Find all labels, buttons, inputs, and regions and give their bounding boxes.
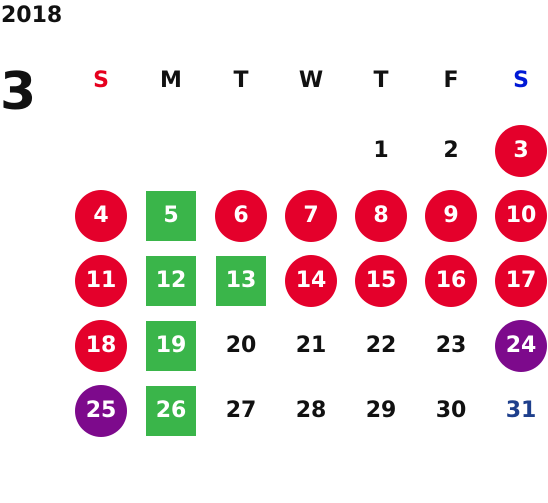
day-cell[interactable]: 4 <box>66 183 136 248</box>
calendar-year: 2018 <box>1 3 63 28</box>
day-number: 19 <box>146 320 196 371</box>
day-number: 3 <box>495 124 547 177</box>
day-number: 17 <box>495 254 547 307</box>
day-number: 27 <box>225 398 257 423</box>
day-cell[interactable]: 23 <box>416 313 486 378</box>
day-number: 10 <box>495 189 547 242</box>
calendar-month: 3 <box>0 62 37 122</box>
day-number: 30 <box>435 398 467 423</box>
weekday-header: S <box>93 68 109 93</box>
day-number: 13 <box>216 255 266 306</box>
day-number: 12 <box>146 255 196 306</box>
day-number: 20 <box>225 333 257 358</box>
day-number: 21 <box>295 333 327 358</box>
day-cell[interactable]: 6 <box>206 183 276 248</box>
day-number: 2 <box>443 138 459 163</box>
day-number: 16 <box>425 254 477 307</box>
day-number: 23 <box>435 333 467 358</box>
day-number: 25 <box>75 384 127 437</box>
weekday-header: T <box>233 68 249 93</box>
day-cell[interactable]: 8 <box>346 183 416 248</box>
weekday-header: W <box>298 68 324 93</box>
day-number: 22 <box>365 333 397 358</box>
day-cell[interactable]: 1 <box>346 118 416 183</box>
day-cell[interactable]: 29 <box>346 378 416 443</box>
weekday-header: M <box>160 68 182 93</box>
day-number: 9 <box>425 189 477 242</box>
day-number: 24 <box>495 319 547 372</box>
day-number: 6 <box>215 189 267 242</box>
day-number: 15 <box>355 254 407 307</box>
day-cell[interactable]: 27 <box>206 378 276 443</box>
day-number: 5 <box>146 190 196 241</box>
day-cell[interactable]: 15 <box>346 248 416 313</box>
day-number: 29 <box>365 398 397 423</box>
day-number: 14 <box>285 254 337 307</box>
day-cell[interactable]: 3 <box>486 118 548 183</box>
day-number: 11 <box>75 254 127 307</box>
day-number: 28 <box>295 398 327 423</box>
day-cell[interactable]: 11 <box>66 248 136 313</box>
weekday-header: S <box>513 68 529 93</box>
day-cell[interactable]: 12 <box>136 248 206 313</box>
day-number: 31 <box>505 398 537 423</box>
day-cell[interactable]: 19 <box>136 313 206 378</box>
day-cell[interactable]: 18 <box>66 313 136 378</box>
day-cell[interactable]: 21 <box>276 313 346 378</box>
day-cell[interactable]: 16 <box>416 248 486 313</box>
day-cell[interactable]: 20 <box>206 313 276 378</box>
day-cell[interactable]: 24 <box>486 313 548 378</box>
day-cell[interactable]: 10 <box>486 183 548 248</box>
day-cell[interactable]: 14 <box>276 248 346 313</box>
day-cell[interactable]: 9 <box>416 183 486 248</box>
day-cell[interactable]: 2 <box>416 118 486 183</box>
day-number: 18 <box>75 319 127 372</box>
day-cell[interactable]: 17 <box>486 248 548 313</box>
day-number: 4 <box>75 189 127 242</box>
day-number: 7 <box>285 189 337 242</box>
day-number: 26 <box>146 385 196 436</box>
day-number: 8 <box>355 189 407 242</box>
day-cell[interactable]: 30 <box>416 378 486 443</box>
day-cell[interactable]: 28 <box>276 378 346 443</box>
day-cell[interactable]: 22 <box>346 313 416 378</box>
day-cell[interactable]: 7 <box>276 183 346 248</box>
day-cell[interactable]: 25 <box>66 378 136 443</box>
day-cell[interactable]: 26 <box>136 378 206 443</box>
day-cell[interactable]: 13 <box>206 248 276 313</box>
day-cell[interactable]: 5 <box>136 183 206 248</box>
weekday-header: F <box>443 68 459 93</box>
day-number: 1 <box>373 138 389 163</box>
day-cell[interactable]: 31 <box>486 378 548 443</box>
weekday-header: T <box>373 68 389 93</box>
